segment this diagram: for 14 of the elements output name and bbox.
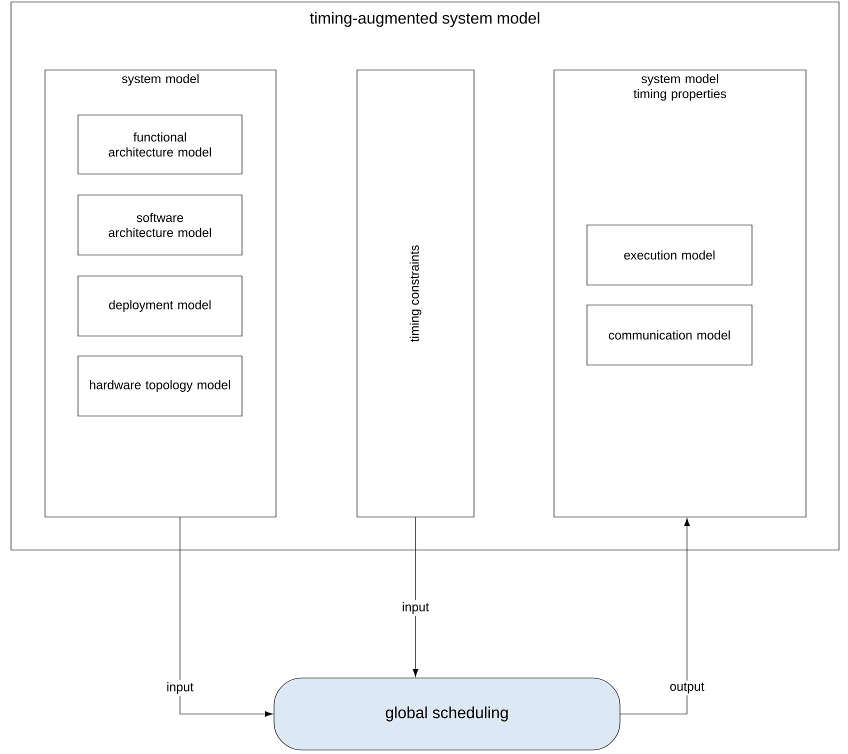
edge-label: output <box>668 680 706 696</box>
model-box: communication model <box>586 304 752 366</box>
arrow <box>412 516 418 677</box>
model-box: software architecture model <box>78 194 242 256</box>
arrow <box>180 516 273 717</box>
constraints-box: timing constraints <box>356 70 474 518</box>
model-box: hardware topology model <box>78 356 242 416</box>
model-box: deployment model <box>78 276 242 336</box>
edge-label: input <box>164 680 196 696</box>
model-box: execution model <box>586 224 752 286</box>
edge-label: input <box>400 600 432 616</box>
model-box: functional architecture model <box>78 114 242 174</box>
process-box: global scheduling <box>274 678 620 750</box>
arrow <box>620 518 690 714</box>
